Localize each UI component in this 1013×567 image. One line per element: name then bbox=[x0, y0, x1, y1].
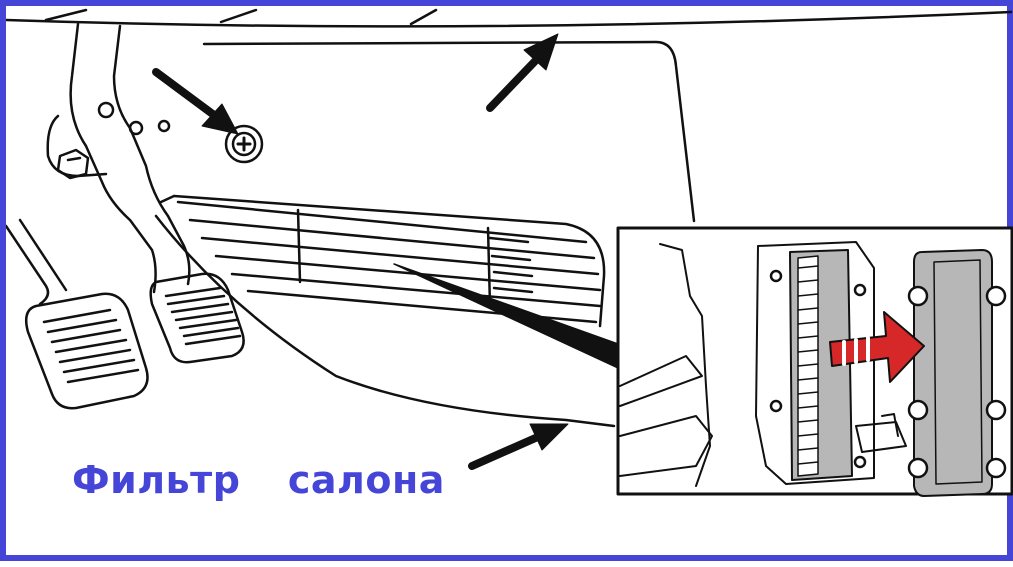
cabin-filter-diagram bbox=[6, 8, 1013, 497]
lower-dash-panel bbox=[154, 194, 616, 428]
grille-slats bbox=[176, 200, 602, 324]
callout-wedge bbox=[393, 263, 619, 369]
filter-cover bbox=[907, 249, 1007, 497]
pointer-arrow-icon bbox=[152, 33, 569, 470]
red-insert-arrow-icon bbox=[829, 311, 925, 383]
diagram-caption: Фильтр салона bbox=[72, 458, 445, 502]
phillips-screw-icon bbox=[224, 124, 264, 164]
detail-inset bbox=[616, 226, 1013, 497]
clutch-pedal-pad bbox=[6, 218, 149, 410]
dashboard-outline bbox=[6, 8, 1013, 223]
brake-pedal bbox=[149, 272, 245, 364]
cabin-filter-element bbox=[789, 249, 853, 481]
clutch-pedal bbox=[46, 22, 191, 294]
